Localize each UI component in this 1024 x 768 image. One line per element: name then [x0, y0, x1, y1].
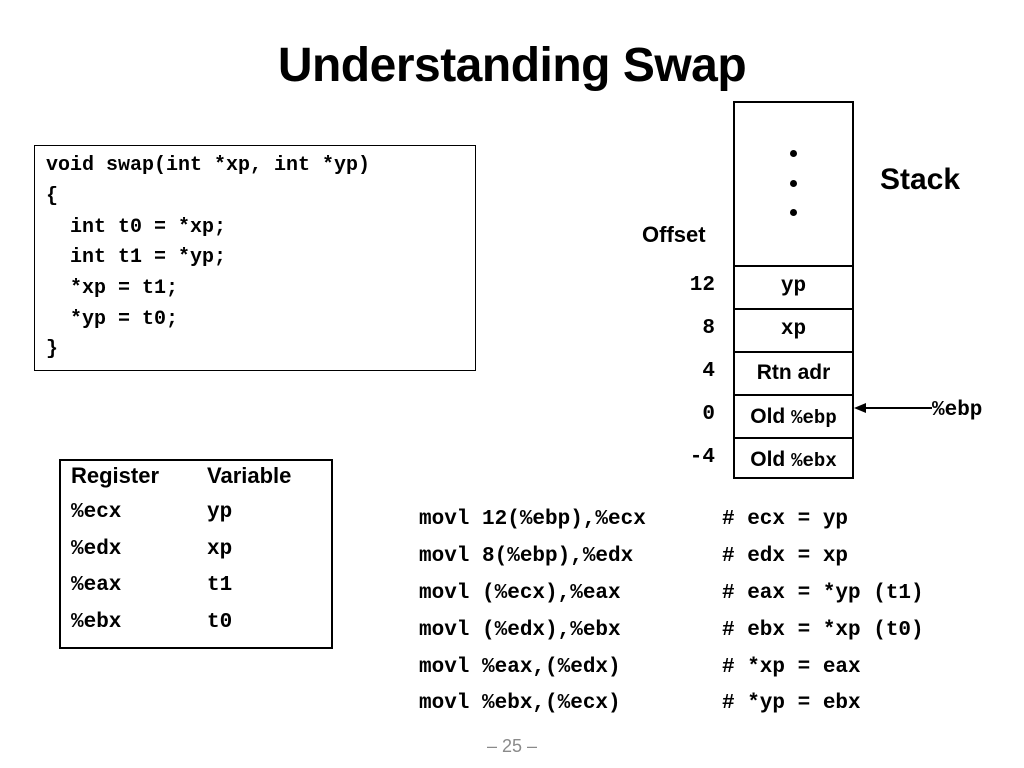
offset-value: 12	[689, 274, 715, 297]
variable-cell: t0	[207, 611, 233, 634]
register-cell: %edx	[71, 538, 122, 561]
stack-slot-return-address: Rtn adr	[735, 351, 852, 392]
asm-comment: # edx = xp	[722, 545, 849, 568]
asm-comment: # ebx = *xp (t0)	[722, 619, 924, 642]
code-line: {	[46, 185, 59, 208]
offset-value: -4	[689, 446, 715, 469]
slide-title: Understanding Swap	[277, 39, 747, 92]
offset-value: 8	[702, 317, 715, 340]
asm-instruction: movl (%ecx),%eax	[419, 582, 621, 605]
ellipsis-dot	[790, 180, 797, 187]
offset-label: Offset	[642, 222, 706, 247]
register-header: Register	[71, 463, 160, 488]
slot-prefix: Old	[750, 405, 792, 428]
ellipsis-dot	[790, 209, 797, 216]
slot-register: %ebx	[791, 450, 837, 472]
variable-header: Variable	[207, 463, 292, 488]
code-line: *xp = t1;	[46, 277, 179, 300]
asm-comment: # eax = *yp (t1)	[722, 582, 924, 605]
code-line: *yp = t0;	[46, 308, 179, 331]
stack-label: Stack	[880, 163, 961, 196]
asm-instruction: movl (%edx),%ebx	[419, 619, 621, 642]
stack-slot-old-ebp: Old %ebp	[735, 394, 852, 435]
offset-value: 0	[702, 403, 715, 426]
ebp-pointer-label: %ebp	[932, 399, 983, 422]
asm-instruction: movl 12(%ebp),%ecx	[419, 508, 646, 531]
slot-register: %ebp	[791, 407, 837, 429]
variable-cell: t1	[207, 574, 233, 597]
register-cell: %eax	[71, 574, 122, 597]
variable-cell: xp	[207, 538, 233, 561]
code-line: void swap(int *xp, int *yp)	[46, 154, 371, 177]
page-number: – 25 –	[486, 736, 538, 756]
register-cell: %ebx	[71, 611, 122, 634]
slot-prefix: Old	[750, 448, 792, 471]
stack-diagram: yp xp Rtn adr Old %ebp Old %ebx	[733, 101, 854, 479]
stack-slot-xp: xp	[735, 308, 852, 349]
asm-instruction: movl %eax,(%edx)	[419, 656, 621, 679]
stack-slot-yp: yp	[735, 265, 852, 306]
register-table: Register Variable %ecx yp %edx xp %eax t…	[59, 459, 333, 649]
ebp-pointer-arrow-icon	[854, 403, 932, 413]
code-box: void swap(int *xp, int *yp) { int t0 = *…	[34, 145, 476, 371]
asm-comment: # ecx = yp	[722, 508, 849, 531]
asm-instruction: movl 8(%ebp),%edx	[419, 545, 634, 568]
offset-value: 4	[702, 360, 715, 383]
asm-instruction: movl %ebx,(%ecx)	[419, 692, 621, 715]
code-line: int t1 = *yp;	[46, 246, 227, 269]
code-line: int t0 = *xp;	[46, 216, 227, 239]
asm-comment: # *xp = eax	[722, 656, 861, 679]
asm-comment: # *yp = ebx	[722, 692, 861, 715]
code-line: }	[46, 338, 59, 361]
ellipsis-dot	[790, 150, 797, 157]
variable-cell: yp	[207, 501, 233, 524]
stack-slot-old-ebx: Old %ebx	[735, 437, 852, 478]
register-cell: %ecx	[71, 501, 122, 524]
